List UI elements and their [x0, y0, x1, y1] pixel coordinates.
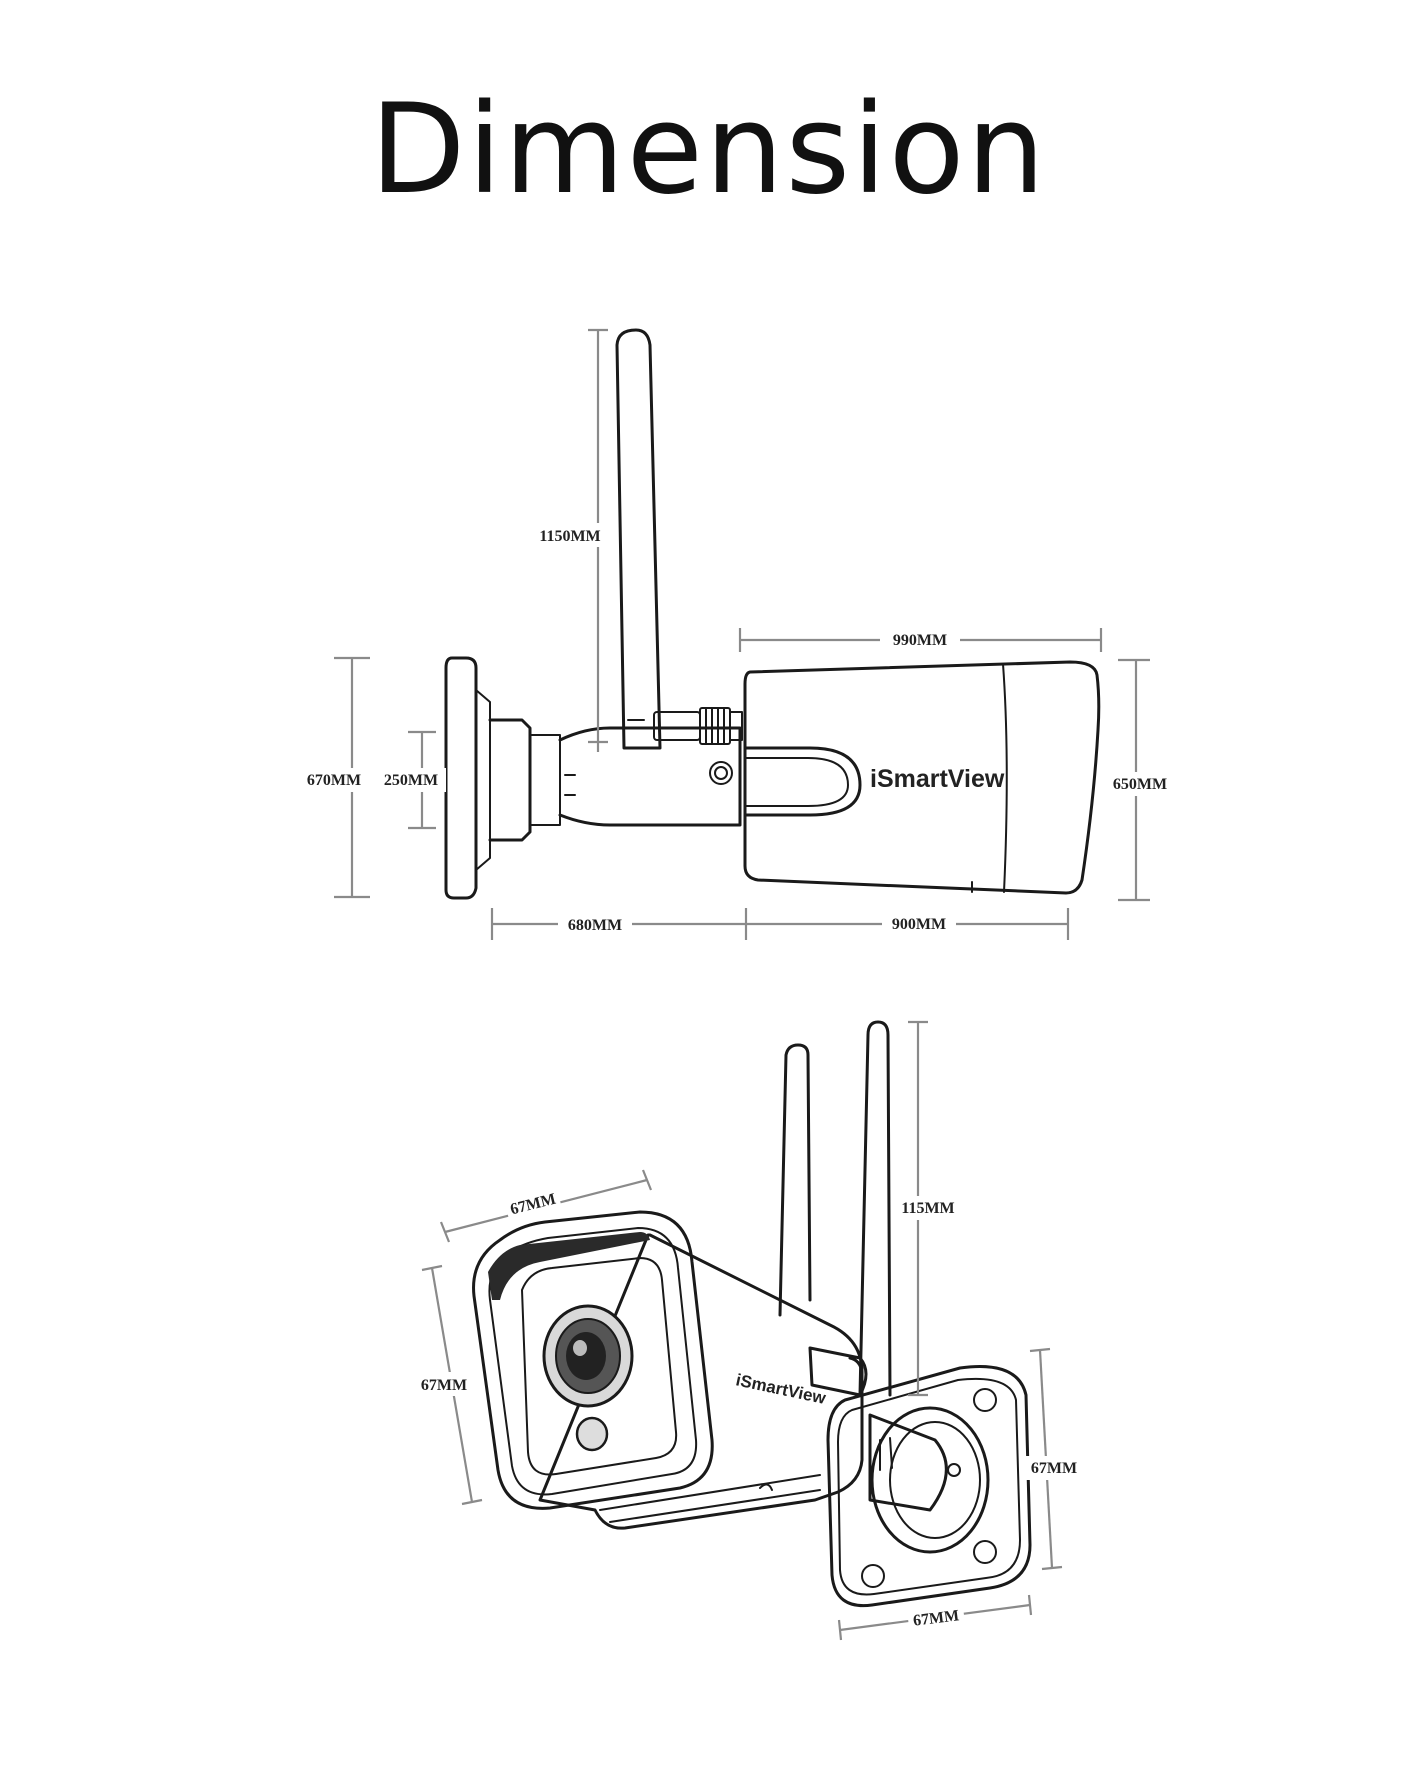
mount-height-label: 670MM: [307, 772, 361, 789]
perspective-camera: iSmartView: [472, 1020, 1032, 1608]
side-view-camera: iSmartView: [444, 328, 1101, 900]
side-brand-label: iSmartView: [870, 765, 1005, 793]
arm-height-label: 250MM: [384, 772, 438, 789]
body-length-top-label: 990MM: [893, 632, 947, 649]
front-height-label: 67MM: [421, 1377, 467, 1394]
base-height-label: 67MM: [1031, 1460, 1077, 1477]
body-height-label: 650MM: [1113, 776, 1167, 793]
antenna-height-label: 1150MM: [539, 528, 600, 545]
perspective-dimensions: 67MM 67MM 115MM 67MM 67MM: [416, 1020, 1082, 1641]
body-length-bottom-label: 900MM: [892, 916, 946, 933]
perspective-antenna-height-label: 115MM: [901, 1200, 954, 1217]
base-width-label: 67MM: [912, 1607, 960, 1630]
side-view-dimensions: 1150MM 990MM 670MM 250MM 650MM 680MM: [298, 328, 1176, 940]
page-title: Dimension: [369, 78, 1048, 222]
perspective-brand-label: iSmartView: [734, 1370, 828, 1408]
arm-length-label: 680MM: [568, 917, 622, 934]
